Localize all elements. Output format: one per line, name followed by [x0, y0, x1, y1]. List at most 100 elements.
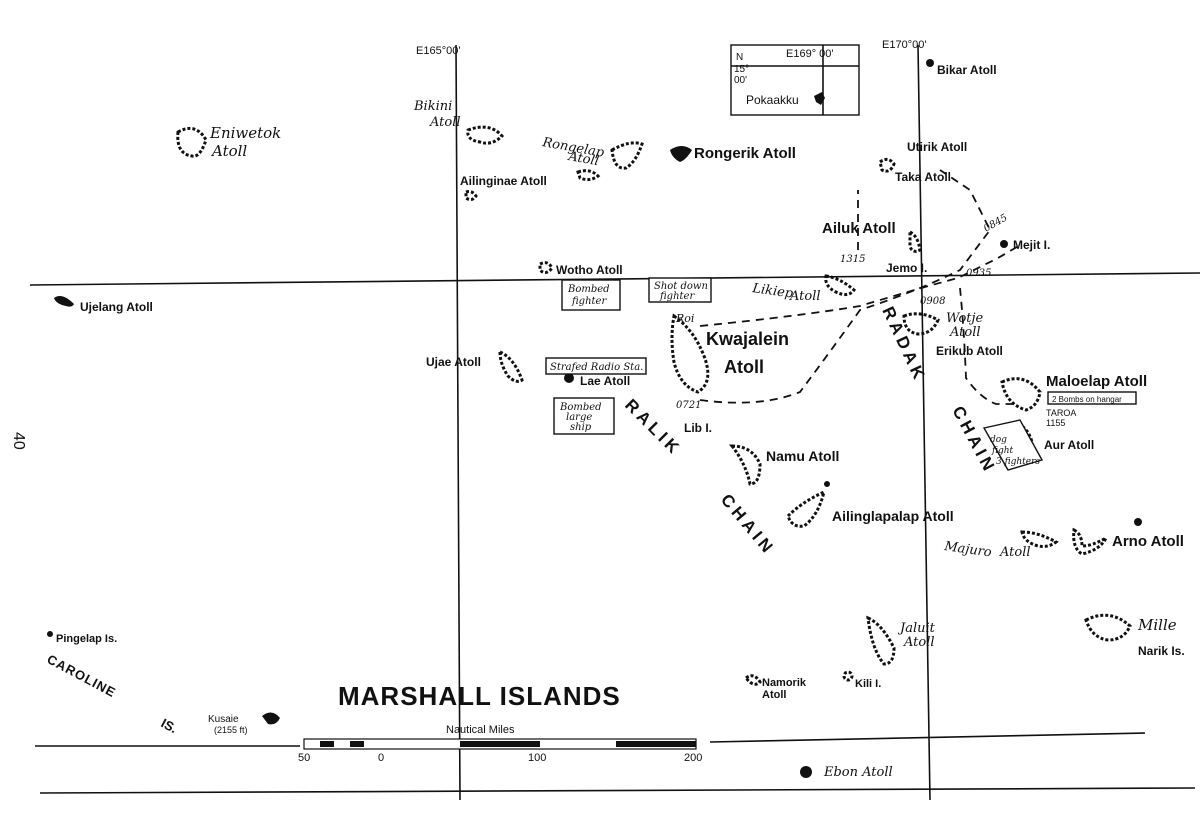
label-bikini-2: Atoll: [429, 115, 461, 130]
bombs-hangar-box: [1047, 391, 1137, 405]
mille-shape: [1084, 613, 1132, 642]
dogfight-line3: 3 fighters: [996, 457, 1040, 467]
scale-tick-200: 200: [684, 752, 702, 764]
kili-shape: [842, 670, 854, 682]
scale-tick-50: 50: [298, 752, 310, 764]
parallel-line: [29, 272, 1200, 286]
inset-lon: E169° 00': [786, 48, 833, 60]
bikar-shape: [926, 59, 934, 67]
label-taroa-2: 1155: [1046, 418, 1065, 428]
scale-bar: Nautical Miles 50 0 100 200: [298, 724, 702, 764]
eniwetok-shape: [176, 126, 208, 158]
dogfight-line2: fight: [991, 446, 1014, 456]
ailinginae-shape: [576, 169, 601, 182]
label-kili: Kili I.: [855, 678, 881, 690]
bombed-fighter-line1: Bombed: [567, 284, 610, 295]
label-taroa-1: TAROA: [1046, 408, 1076, 418]
inset-frame: [730, 44, 860, 116]
utirik-shape: [878, 157, 896, 173]
time-1315: 1315: [840, 254, 865, 265]
attack-route-3: [959, 287, 1016, 405]
bottom-border: [39, 787, 1196, 794]
namu-shape: [728, 444, 762, 486]
label-ralik-chain: CHAIN: [717, 490, 779, 559]
pingelap-shape: [47, 631, 53, 637]
namorik-shape: [743, 674, 762, 686]
label-kwajalein-1: Kwajalein: [706, 329, 789, 349]
wotje-shape: [902, 312, 940, 336]
label-jaluit-2: Atoll: [903, 635, 935, 650]
time-0721: 0721: [676, 400, 701, 411]
label-wotje-1: Wotje: [946, 311, 984, 326]
label-wotho: Wotho Atoll: [556, 263, 623, 277]
arno-shape: [1072, 527, 1110, 556]
label-lae: Lae Atoll: [580, 374, 630, 388]
strafed-box: [545, 357, 647, 375]
scale-title: Nautical Miles: [446, 724, 515, 736]
label-bikini-1: Bikini: [413, 99, 452, 114]
time-0908: 0908: [920, 296, 945, 307]
label-likiep-1: Likiep: [750, 281, 794, 302]
attack-route-2: [699, 243, 1023, 327]
bottom-frame-right: [709, 732, 1146, 743]
label-bikar: Bikar Atoll: [937, 63, 997, 77]
scale-seg-4: [616, 741, 696, 747]
label-kusaie-2: (2155 ft): [214, 725, 248, 735]
label-caroline: CAROLINE: [45, 651, 119, 700]
ailuk-shape: [908, 229, 922, 253]
label-taka: Taka Atoll: [895, 170, 951, 184]
bombed-ship-box: [553, 397, 615, 435]
label-utirik: Utirik Atoll: [907, 140, 967, 154]
maloelap-shape: [1000, 377, 1042, 412]
inset-lat-deg: 15°: [734, 64, 749, 75]
scale-tick-100: 100: [528, 752, 546, 764]
ujae-shape: [498, 349, 524, 383]
kusaie-shape: [262, 712, 280, 725]
page-number: 40: [10, 432, 27, 450]
label-lib: Lib I.: [684, 421, 712, 435]
majuro-shape: [1020, 530, 1059, 548]
inset-place-name: Pokaakku: [746, 93, 799, 107]
jaluit-shape: [866, 615, 896, 666]
label-mille: Mille: [1137, 616, 1177, 634]
shot-down-line1: Shot down: [654, 281, 708, 292]
label-narik: Narik Is.: [1138, 644, 1185, 658]
label-aur: Aur Atoll: [1044, 438, 1094, 452]
label-namorik-2: Atoll: [762, 689, 786, 701]
label-namu: Namu Atoll: [766, 448, 839, 464]
scale-seg-1: [320, 741, 334, 747]
bikini-shape: [466, 125, 505, 145]
map-title: MARSHALL ISLANDS: [338, 681, 621, 711]
label-rongelap-2: Atoll: [566, 149, 600, 169]
attack-route-1: [699, 169, 992, 404]
inset-lat-min: 00': [734, 75, 747, 86]
ebon-shape: [800, 766, 812, 778]
label-ailinginae: Ailinginae Atoll: [460, 174, 547, 188]
bombed-ship-line1: Bombed: [559, 402, 602, 413]
kwajalein-shape: [670, 313, 710, 394]
label-caroline-is: IS.: [159, 715, 180, 736]
ujelang-shape: [54, 296, 74, 307]
label-jemo: Jemo I.: [886, 261, 927, 275]
mejit-shape: [1000, 240, 1008, 248]
ailinglapalap-shape: [786, 489, 827, 528]
bombs-hangar-text: 2 Bombs on hangar: [1052, 395, 1122, 404]
shot-down-box: [648, 277, 712, 303]
label-ebon: Ebon Atoll: [823, 765, 893, 780]
inset-lat-dir: N: [736, 52, 743, 63]
lon-label-165: E165°00': [416, 45, 460, 57]
inset-box: E169° 00' N 15° 00' Pokaakku: [730, 44, 860, 116]
bombed-fighter-box: [561, 279, 621, 311]
label-ujelang: Ujelang Atoll: [80, 300, 153, 314]
label-majuro-2: Atoll: [999, 545, 1031, 560]
arno-islet: [1134, 518, 1142, 526]
label-roi: Roi: [675, 312, 694, 325]
bombed-ship-line2: large: [566, 412, 592, 423]
label-majuro-1: Majuro: [942, 539, 992, 561]
label-namorik-1: Namorik: [762, 677, 807, 689]
time-0935: 0935: [966, 268, 991, 279]
wotho-shape: [538, 261, 554, 275]
bombed-ship-line3: ship: [570, 422, 592, 433]
rongelap-shape: [610, 141, 644, 170]
